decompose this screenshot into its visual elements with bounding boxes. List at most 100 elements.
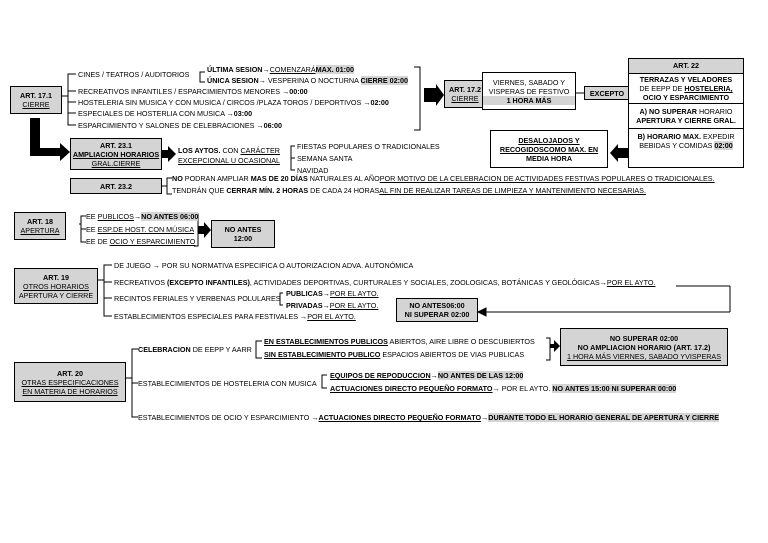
art-19-recre-t1: RECREATIVOS: [114, 278, 167, 287]
arrow-glyph: →: [322, 301, 330, 310]
art-22-a-label: A) NO SUPERAR: [639, 107, 697, 116]
arrow-glyph: →: [133, 212, 142, 221]
art-19-especiales: ESTABLECIMIENTOS ESPECIALES PARA FESTIVA…: [114, 312, 356, 321]
art-23-2-l2-b: CERRAR MÍN. 2 HORAS: [226, 186, 309, 195]
art-19-title: ART. 19: [43, 272, 69, 282]
arrow-glyph: →: [262, 65, 270, 74]
row-171-0-text: RECREATIVOS INFANTILES / ESPARCIMIENTOS …: [78, 87, 283, 96]
art-17-1-title: ART. 17.1: [20, 91, 52, 100]
arrow-glyph: →: [311, 413, 319, 422]
desalojados-line3: MEDIA HORA: [525, 153, 573, 163]
fiesta-1: SEMANA SANTA: [297, 154, 353, 163]
arrow-glyph: →: [430, 371, 438, 380]
art-20-actuaciones-hl: NO ANTES 15:00 NI SUPERAR 00:00: [552, 384, 677, 393]
art-19-recre-t2: , ACTIVIDADES DEPORTIVAS, CURTURALES Y S…: [249, 278, 600, 287]
art-20-sin-est-b: SIN ESTABLECIMIENTO PUBLICO: [264, 350, 381, 359]
ultima-sesion-max: MAX. 01:00: [315, 65, 354, 74]
art-18-title: ART. 18: [27, 217, 53, 226]
art-20-celebracion-t: DE EEPP Y AARR: [190, 345, 252, 354]
art-22-b-label: B) HORARIO MAX.: [637, 132, 701, 141]
art-20-celebracion-b: CELEBRACION: [138, 345, 191, 354]
art-23-2-line1: NO PODRAN AMPLIAR MAS DE 20 DÍAS NATURAL…: [172, 174, 715, 183]
no-superar-l3: 1 HORA MÁS VIERNES, SABADO YVISPERAS: [566, 351, 722, 361]
no-antes-12-l1: NO ANTES: [224, 225, 262, 234]
art-19-recintos: RECINTOS FERIALES Y VERBENAS POLULARES: [114, 294, 281, 303]
art-23-2-l1-t1: PODRAN AMPLIAR: [182, 174, 251, 183]
art-20-actuaciones-t: POR EL AYTO.: [499, 384, 553, 393]
no-superar-l2: NO AMPLIACION HORARIO (ART. 17.2): [577, 342, 711, 352]
viernes-box: VIERNES, SABADO Y VISPERAS DE FESTIVO 1 …: [482, 72, 576, 110]
art-22-a: A) NO SUPERAR HORARIO APERTURA Y CIERRE …: [629, 104, 743, 129]
no-antes-06-l2: NI SUPERAR 02:00: [404, 310, 470, 319]
art-19-privadas: PRIVADAS→POR EL AYTO.: [286, 301, 378, 310]
desalojados-box: DESALOJADOS Y RECOGIDOSCOMO MAX. EN MEDI…: [490, 130, 608, 168]
art-22-terrazas-1: TERRAZAS Y VELADORES: [639, 75, 733, 84]
art-23-2-l1-b2: MAS DE 20 DÍAS: [250, 174, 308, 183]
art-18-box: ART. 18 APERTURA: [14, 212, 66, 240]
aytos-line2: EXCEPCIONAL U OCASIONAL: [178, 156, 280, 165]
unica-sesion-label: ÚNICA SESION: [207, 76, 259, 85]
ultima-sesion-text: COMENZARÁ: [269, 65, 316, 74]
art-23-2-l1-b1: NO: [172, 174, 183, 183]
art-19-publicas-b: PUBLICAS: [286, 289, 323, 298]
row-171-0-time: 00:00: [289, 87, 308, 96]
excepto-label: EXCEPTO: [589, 88, 625, 98]
row-171-3-time: 06:00: [263, 121, 282, 130]
art-18-sub: APERTURA: [20, 226, 60, 235]
art-20-ocio-text: ESTABLECIMIENTOS DE OCIO Y ESPARCIMIENTO: [138, 413, 312, 422]
ultima-sesion-label: ÚLTIMA SESION: [207, 65, 263, 74]
art-20-l1: OTRAS ESPECIFICACIONES: [21, 377, 119, 387]
art-17-1-sub: CIERRE: [22, 100, 50, 109]
desalojados-line1: DESALOJADOS Y: [518, 135, 580, 145]
unica-sesion-text: VESPERINA O NOCTURNA: [265, 76, 361, 85]
art-22-a-line2: APERTURA Y CIERRE GRAL.: [636, 116, 736, 125]
art-19-privadas-u: POR EL AYTO.: [329, 301, 379, 310]
row-171-2: ESPECIALES DE HOSTERLIA CON MUSICA →03:0…: [78, 109, 252, 118]
art-18-row3: EE DE OCIO Y ESPARCIMIENTO: [86, 237, 195, 246]
row-171-2-text: ESPECIALES DE HOSTERLIA CON MUSICA: [78, 109, 227, 118]
art-23-2-l2-u: AL FIN DE REALIZAR TAREAS DE LIMPIEZA Y …: [379, 186, 646, 195]
art-19-l1: OTROS HORARIOS: [23, 281, 89, 291]
no-superar-box: NO SUPERAR 02:00 NO AMPLIACION HORARIO (…: [560, 328, 728, 366]
art-22-terrazas-3: HOSTELERIA,: [684, 84, 733, 93]
art-22-terrazas-2: DE EEPP DE: [639, 84, 685, 93]
row-171-1: HOSTELERIA SIN MUSICA Y CON MUSICA / CIR…: [78, 98, 389, 107]
art-19-box: ART. 19 OTROS HORARIOS APERTURA Y CIERRE: [14, 268, 98, 304]
art-19-juego: DE JUEGO → POR SU NORMATIVA ESPECIFICA O…: [114, 261, 413, 270]
arrow-glyph: →: [481, 413, 489, 422]
art-23-1-l2: GRAL.CIERRE: [91, 158, 141, 168]
art-19-recre-u: POR EL AYTO.: [606, 278, 656, 287]
art-19-juego-text: POR SU NORMATIVA ESPECIFICA O AUTORIZACI…: [159, 261, 414, 270]
art-20-equipos-b: EQUIPOS DE REPODUCCION: [330, 371, 431, 380]
art-18-r3-u: OCIO Y ESPARCIMIENTO: [109, 237, 196, 246]
art-18-r1-u: PUBLICOS: [97, 212, 134, 221]
arrow-glyph: →: [226, 109, 234, 118]
art-17-2-sub: CIERRE: [451, 94, 479, 103]
no-antes-06-l1: NO ANTES06:00: [409, 301, 465, 310]
art-20-l2: EN MATERIA DE HORARIOS: [22, 386, 118, 396]
art-20-est-pub: EN ESTABLECIMIENTOS PUBLICOS ABIERTOS, A…: [264, 337, 535, 346]
row-171-1-time: 02:00: [370, 98, 389, 107]
art-18-r2-pre: EE: [86, 225, 98, 234]
aytos-t1: CON: [220, 146, 241, 155]
art-19-recre: RECREATIVOS (EXCEPTO INFANTILES), ACTIVI…: [114, 278, 655, 287]
art-20-actuaciones: ACTUACIONES DIRECTO PEQUEÑO FORMATO→ POR…: [330, 384, 677, 393]
art-20-ocio-b: ACTUACIONES DIRECTO PEQUEÑO FORMATO: [318, 413, 482, 422]
art-17-2-box: ART. 17.2 CIERRE: [444, 80, 486, 108]
art-23-1-l1: AMPLIACION HORARIOS: [72, 149, 160, 159]
art-18-r3-pre: EE DE: [86, 237, 110, 246]
cines-label: CINES / TEATROS / AUDITORIOS: [78, 70, 190, 79]
art-23-1-title: ART. 23.1: [100, 140, 132, 150]
art-18-row1: EE PUBLICOS→NO ANTES 06:00: [86, 212, 199, 221]
art-22-box: ART. 22 TERRAZAS Y VELADORES DE EEPP DE …: [628, 58, 744, 168]
row-171-1-text: HOSTELERIA SIN MUSICA Y CON MUSICA / CIR…: [78, 98, 364, 107]
art-20-est-pub-t: ABIERTOS, AIRE LIBRE O DESCUBIERTOS: [387, 337, 535, 346]
aytos-caracter: CARÁCTER: [240, 146, 280, 155]
art-20-sin-est: SIN ESTABLECIMIENTO PUBLICO ESPACIOS ABI…: [264, 350, 524, 359]
arrow-glyph: →: [152, 261, 160, 270]
aytos-bold: LOS AYTOS.: [178, 146, 221, 155]
row-171-2-time: 03:00: [233, 109, 253, 118]
art-19-juego-label: DE JUEGO: [114, 261, 153, 270]
art-23-2-l1-t2: NATURALES AL AÑO: [307, 174, 380, 183]
